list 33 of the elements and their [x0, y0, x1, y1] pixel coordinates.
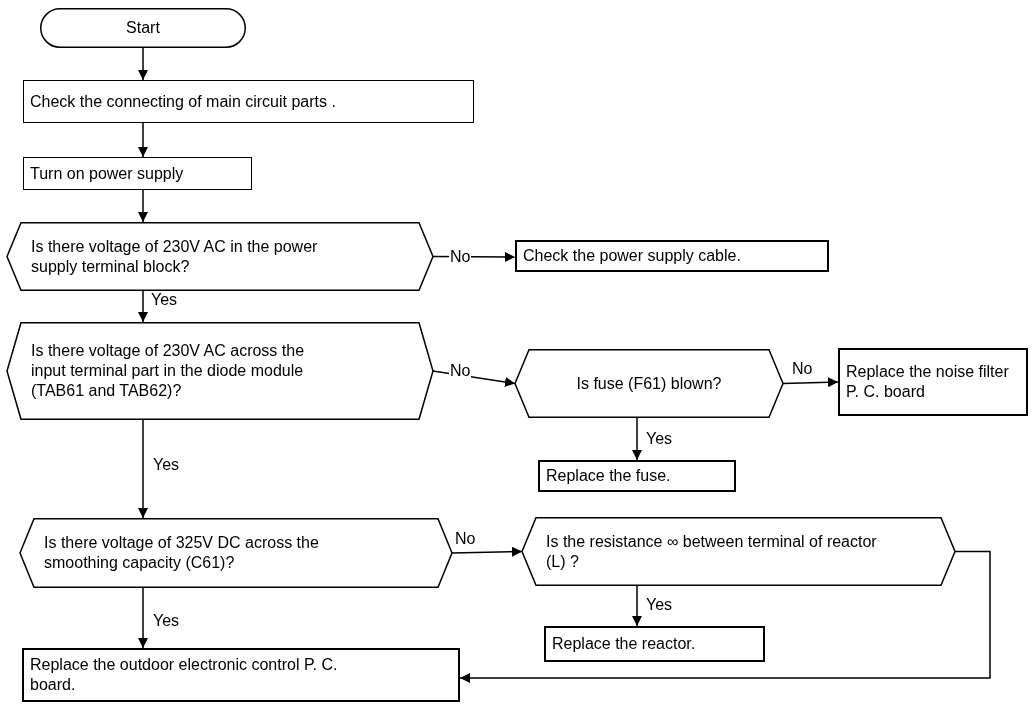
arrow: [459, 550, 991, 683]
step-text: Replace the fuse.: [546, 466, 671, 486]
process-box: [22, 648, 460, 702]
arrow: [782, 377, 839, 388]
arrow: [632, 417, 642, 461]
arrow: [138, 47, 148, 81]
step-text: Replace the noise filter P. C. board: [846, 362, 1010, 402]
step-text: Replace the outdoor electronic control P. C. board.: [30, 655, 339, 695]
arrow: [138, 419, 148, 519]
step-text: Check the power supply cable.: [523, 246, 741, 266]
process-box: [838, 348, 1028, 416]
process-box: [515, 240, 829, 272]
arrow: [138, 189, 148, 223]
question-text: Is there voltage of 230V AC across the input terminal part in the diode module (TAB61 and TAB62)?: [31, 341, 306, 401]
process-box: [538, 460, 736, 492]
arrow: [632, 585, 642, 627]
process-box: [544, 626, 765, 662]
process-box: [23, 157, 252, 190]
step-text: Replace the reactor.: [552, 634, 696, 654]
arrow: [138, 122, 148, 158]
terminal-label: Start: [126, 18, 160, 38]
question-text: Is the resistance ∞ between terminal of reactor (L) ?: [546, 531, 878, 572]
edge-label: No: [449, 362, 472, 380]
arrow: [138, 587, 148, 649]
question-text: Is there voltage of 230V AC in the power supply terminal block?: [31, 236, 319, 277]
step-text: Check the connecting of main circuit parts .: [30, 91, 336, 112]
step-text: Turn on power supply: [30, 163, 184, 184]
arrow: [138, 290, 148, 323]
arrow: [451, 546, 523, 557]
question-text: Is fuse (F61) blown?: [576, 373, 722, 394]
arrow: [432, 370, 516, 387]
question-text: Is there voltage of 325V DC across the smoothing capacity (C61)?: [44, 533, 320, 573]
process-box: [23, 80, 474, 123]
